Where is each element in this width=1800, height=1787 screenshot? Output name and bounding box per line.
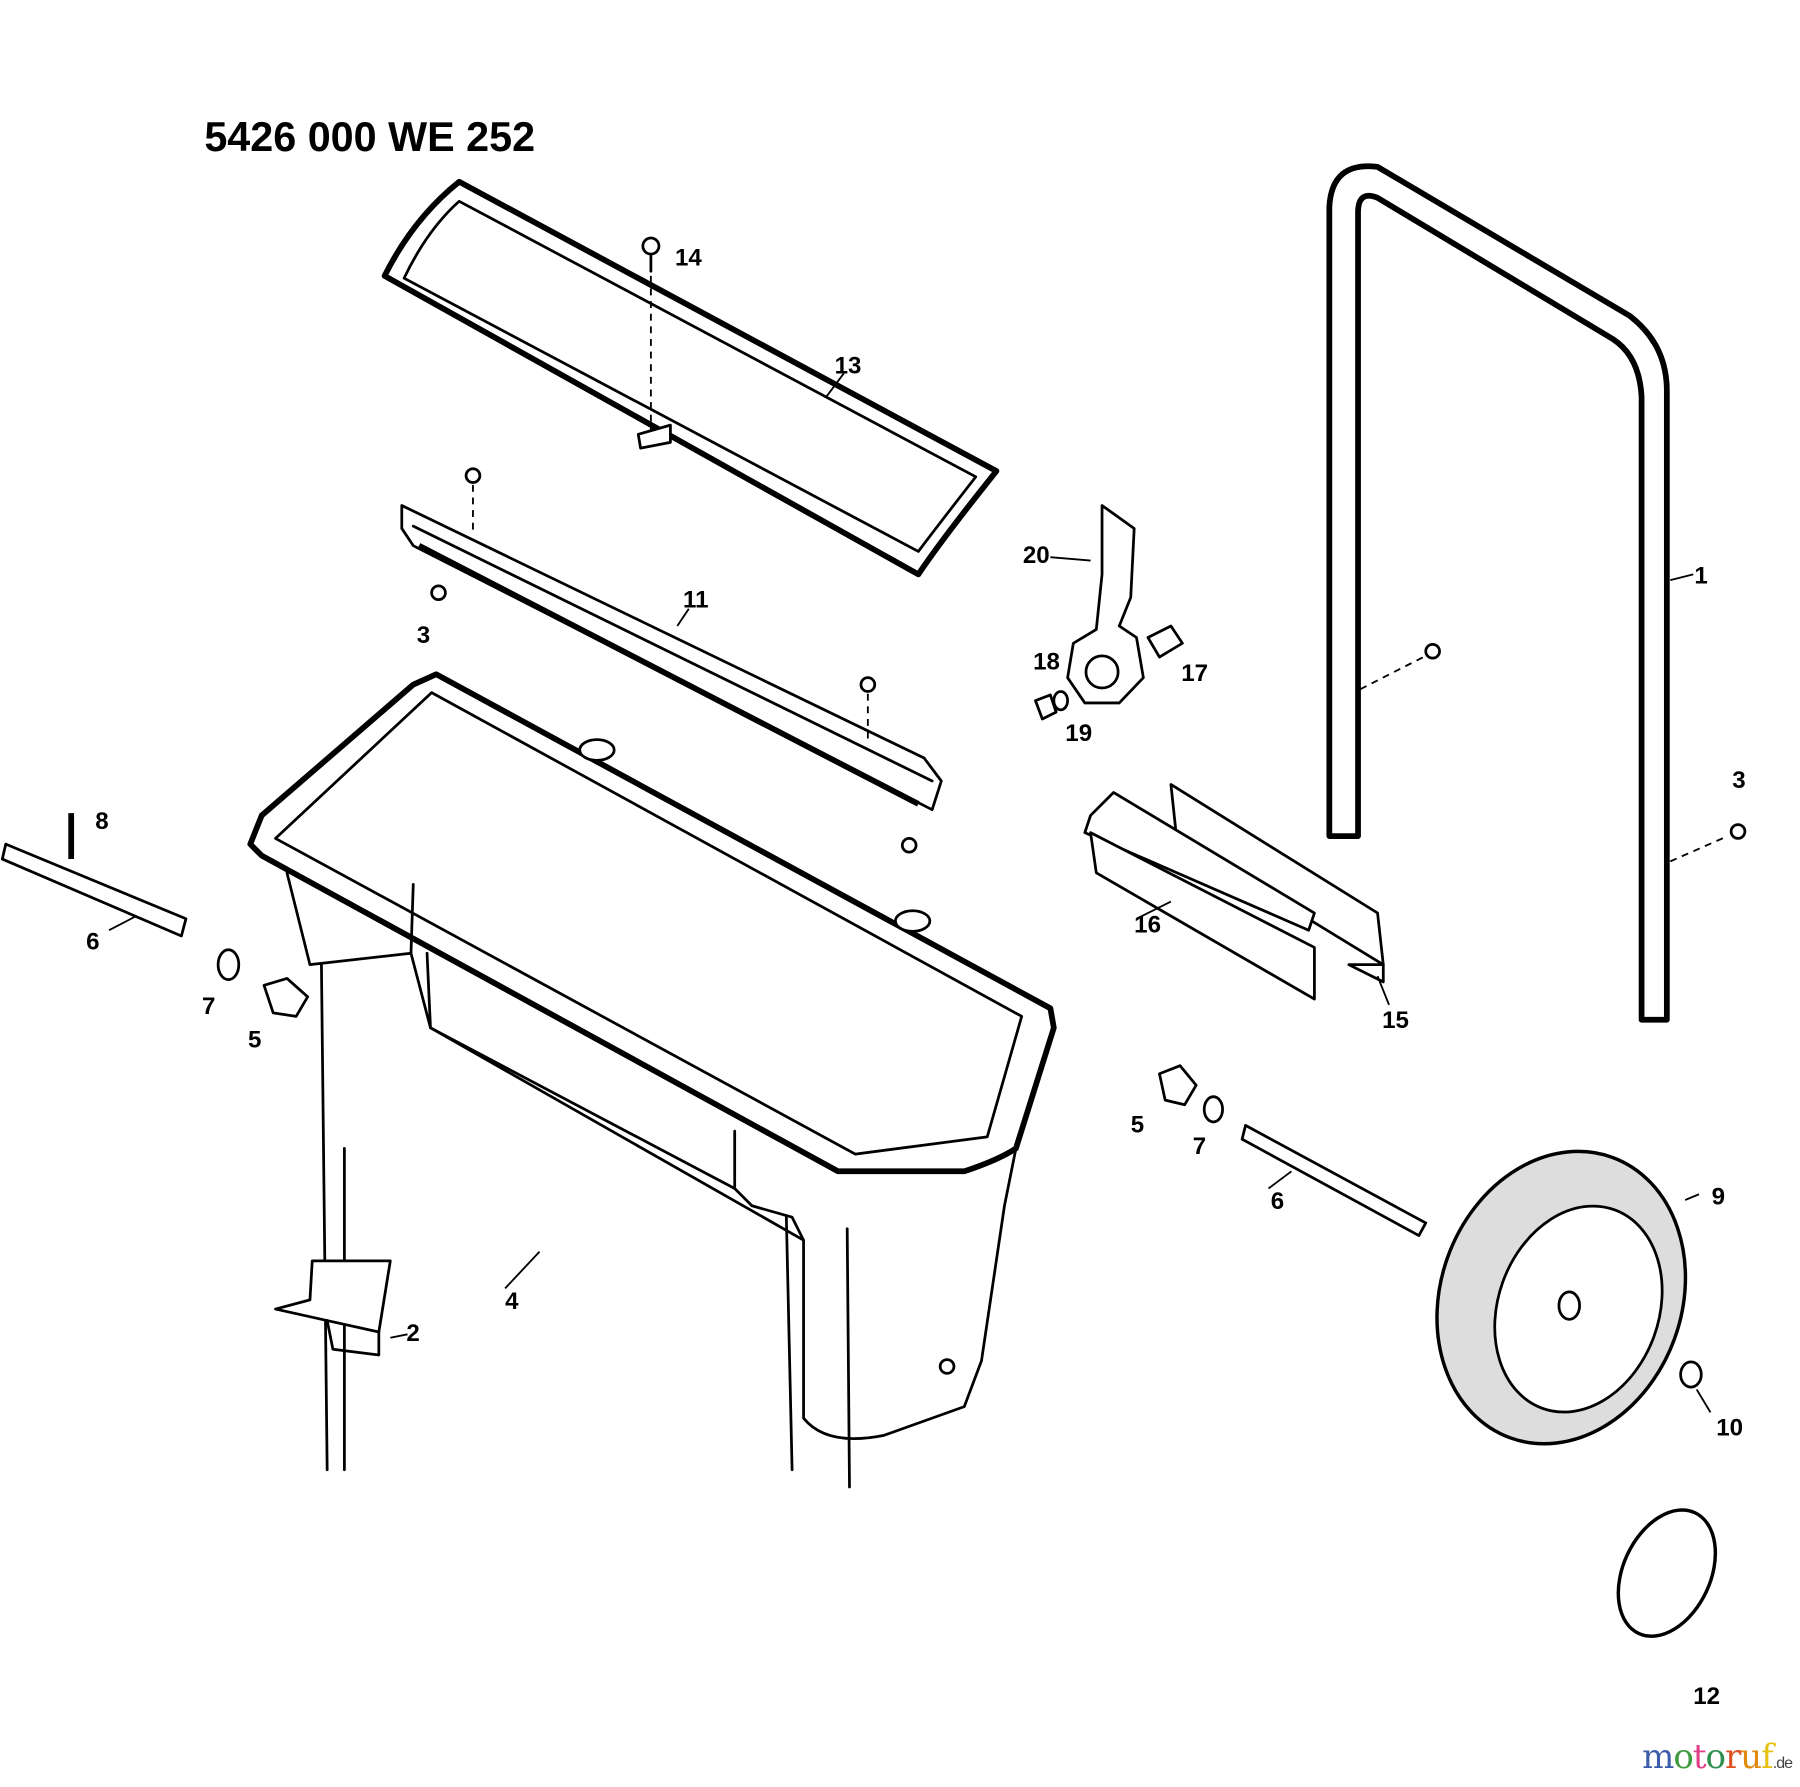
- part-6-axle-left: [0, 842, 188, 938]
- part-16-plate: [1083, 791, 1316, 1001]
- callout-20: 20: [1023, 542, 1050, 569]
- part-1-handle: [1326, 163, 1747, 1023]
- part-14-screw: [641, 236, 661, 431]
- callout-12: 12: [1693, 1683, 1720, 1710]
- part-10-clip: [1679, 1360, 1703, 1389]
- part-7-washer-right: [1202, 1095, 1224, 1124]
- part-11-rail: [400, 467, 943, 854]
- part-19-nut: [1034, 693, 1058, 721]
- callout-11: 11: [683, 587, 708, 614]
- callout-15: 15: [1382, 1007, 1409, 1034]
- part-9-wheel: [1435, 1149, 1688, 1446]
- callout-1: 1: [1694, 563, 1707, 590]
- watermark-letter: f: [1761, 1737, 1774, 1777]
- callout-10: 10: [1716, 1414, 1743, 1441]
- callout-6: 6: [1271, 1188, 1284, 1215]
- callout-16: 16: [1134, 912, 1161, 939]
- watermark-letter: m: [1642, 1737, 1674, 1777]
- callout-13: 13: [835, 352, 862, 379]
- part-4-hopper: [247, 671, 1057, 1489]
- diagram-title: 5426 000 WE 252: [204, 114, 535, 160]
- part-6-axle-right: [1240, 1124, 1428, 1237]
- part-13-lid: [381, 178, 1000, 578]
- callout-2: 2: [406, 1320, 419, 1347]
- watermark-letter: r: [1724, 1737, 1741, 1777]
- callout-3: 3: [417, 622, 430, 649]
- part-5-bushing-left: [262, 977, 310, 1018]
- callout-9: 9: [1712, 1184, 1725, 1211]
- part-15-plate: [1169, 783, 1385, 984]
- callout-7: 7: [202, 993, 215, 1020]
- callout-19: 19: [1065, 720, 1092, 747]
- callout-14: 14: [675, 245, 702, 272]
- watermark-letter: o: [1705, 1737, 1727, 1777]
- callout-17: 17: [1181, 660, 1208, 687]
- callout-5: 5: [248, 1026, 261, 1053]
- callout-18: 18: [1033, 649, 1060, 676]
- callout-7: 7: [1193, 1133, 1206, 1160]
- watermark-letter: t: [1692, 1737, 1707, 1777]
- part-20-lever: [1066, 504, 1145, 705]
- part-5-bushing-right: [1158, 1064, 1198, 1107]
- part-7-washer-left: [216, 948, 241, 981]
- watermark-letter: u: [1740, 1737, 1762, 1777]
- callout-8: 8: [95, 808, 108, 835]
- watermark-letter: o: [1673, 1737, 1694, 1777]
- part-12-hubcap: [1616, 1508, 1718, 1638]
- part-17-bolt: [1146, 624, 1184, 659]
- leader-lines: [108, 372, 1712, 1413]
- motoruf-watermark-logo: motoruf.de: [1642, 1737, 1793, 1777]
- callout-5: 5: [1131, 1111, 1144, 1138]
- part-2-foot: [274, 1259, 392, 1357]
- part-18-washer: [1052, 690, 1069, 712]
- callout-6: 6: [86, 929, 99, 956]
- callout-4: 4: [505, 1288, 519, 1315]
- callout-3: 3: [1732, 767, 1745, 794]
